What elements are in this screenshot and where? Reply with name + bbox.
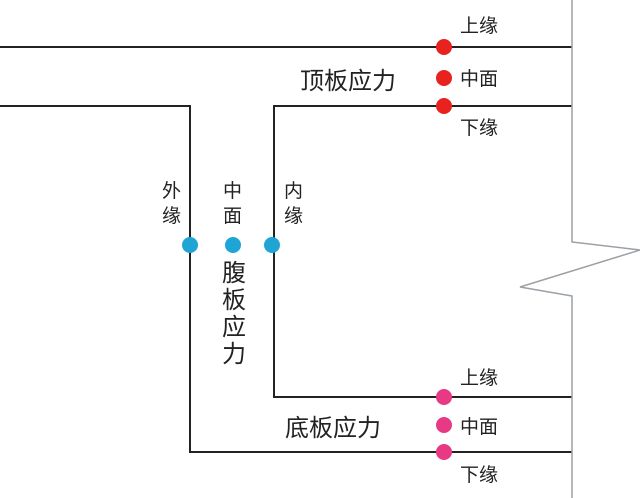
bottom-slab-upper-label: 上缘 — [460, 367, 498, 389]
box-outer-outline — [0, 105, 572, 453]
bottom-slab-mid-point — [436, 417, 452, 433]
top-slab-mid-label: 中面 — [460, 68, 498, 90]
web-inner-label-char-1: 内 — [284, 180, 303, 202]
web-title-char-3: 应 — [222, 313, 246, 341]
top-slab-lower-point — [436, 98, 452, 114]
top-slab-lower-label: 下缘 — [460, 117, 498, 139]
web-outer-label-char-1: 外 — [162, 180, 181, 202]
box-inner-outline — [273, 105, 572, 398]
bottom-slab-upper-point — [436, 389, 452, 405]
top-slab-upper-point — [436, 39, 452, 55]
web-inner-point — [264, 237, 280, 253]
bottom-slab-lower-label: 下缘 — [460, 464, 498, 486]
web-title-char-4: 力 — [222, 340, 246, 368]
web-title-char-2: 板 — [222, 286, 246, 314]
web-mid-point — [225, 237, 241, 253]
web-title-char-1: 腹 — [222, 259, 246, 287]
top-slab-upper-label: 上缘 — [460, 15, 498, 37]
web-outer-point — [182, 237, 198, 253]
top-slab-mid-point — [436, 70, 452, 86]
web-mid-label-char-1: 中 — [223, 180, 242, 202]
break-line — [519, 0, 640, 498]
web-mid-label-char-2: 面 — [223, 205, 242, 227]
bottom-slab-lower-point — [436, 444, 452, 460]
bottom-slab-title: 底板应力 — [285, 414, 381, 442]
bottom-slab-mid-label: 中面 — [460, 416, 498, 438]
web-inner-label-char-2: 缘 — [284, 205, 303, 227]
top-slab-title: 顶板应力 — [300, 67, 396, 95]
web-outer-label-char-2: 缘 — [162, 205, 181, 227]
